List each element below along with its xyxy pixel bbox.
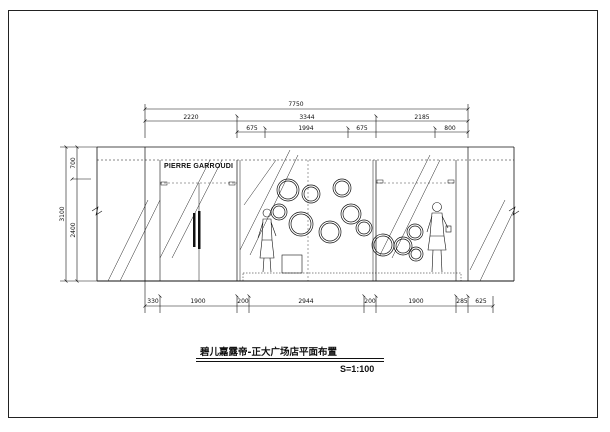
dim-bottom-4: 2944 — [298, 298, 313, 305]
dim-bottom-6: 1900 — [408, 298, 423, 305]
drawing-scale: S=1:100 — [340, 364, 375, 374]
dim-left-2: 2400 — [70, 222, 77, 237]
title-underline-thin — [196, 361, 384, 362]
dim-top-1: 2220 — [183, 114, 198, 121]
brand-sign: PIERRE GARROUDI — [164, 163, 233, 170]
hinge-window-right — [447, 179, 455, 184]
dim-overall-height: 3100 — [59, 206, 66, 221]
glass-hatching — [107, 149, 514, 281]
dim-top-6: 675 — [356, 125, 368, 132]
dim-bottom-3: 200 — [237, 298, 249, 305]
elevation-outline — [91, 146, 520, 282]
dim-bottom-7: 285 — [456, 298, 468, 305]
dim-top-3: 2185 — [414, 114, 429, 121]
decorative-rings — [270, 178, 424, 262]
hinge-window-left — [376, 179, 384, 184]
hinge-right — [228, 181, 236, 186]
dim-top-2: 3344 — [299, 114, 314, 121]
mannequin-right — [426, 202, 452, 273]
drawing-title: 碧儿嘉露帝-正大广场店平面布置 — [200, 347, 337, 358]
dim-overall-width: 7750 — [288, 101, 303, 108]
dim-top-4: 675 — [246, 125, 258, 132]
display-platform — [242, 254, 462, 282]
dim-top-7: 800 — [444, 125, 456, 132]
title-underline — [196, 358, 384, 359]
dim-top-5: 1994 — [298, 125, 313, 132]
door-handle — [193, 211, 201, 249]
bottom-dimension-chain — [143, 281, 495, 313]
left-dimension-chain — [60, 145, 97, 283]
dim-left-1: 700 — [70, 157, 77, 169]
mannequin-left — [257, 208, 277, 273]
dim-bottom-2: 1900 — [190, 298, 205, 305]
dim-bottom-1: 330 — [147, 298, 159, 305]
hinge-left — [160, 181, 168, 186]
dim-bottom-8: 625 — [475, 298, 487, 305]
top-dimension-chain — [143, 104, 470, 138]
drawing-frame — [8, 10, 598, 418]
dim-bottom-5: 200 — [364, 298, 376, 305]
